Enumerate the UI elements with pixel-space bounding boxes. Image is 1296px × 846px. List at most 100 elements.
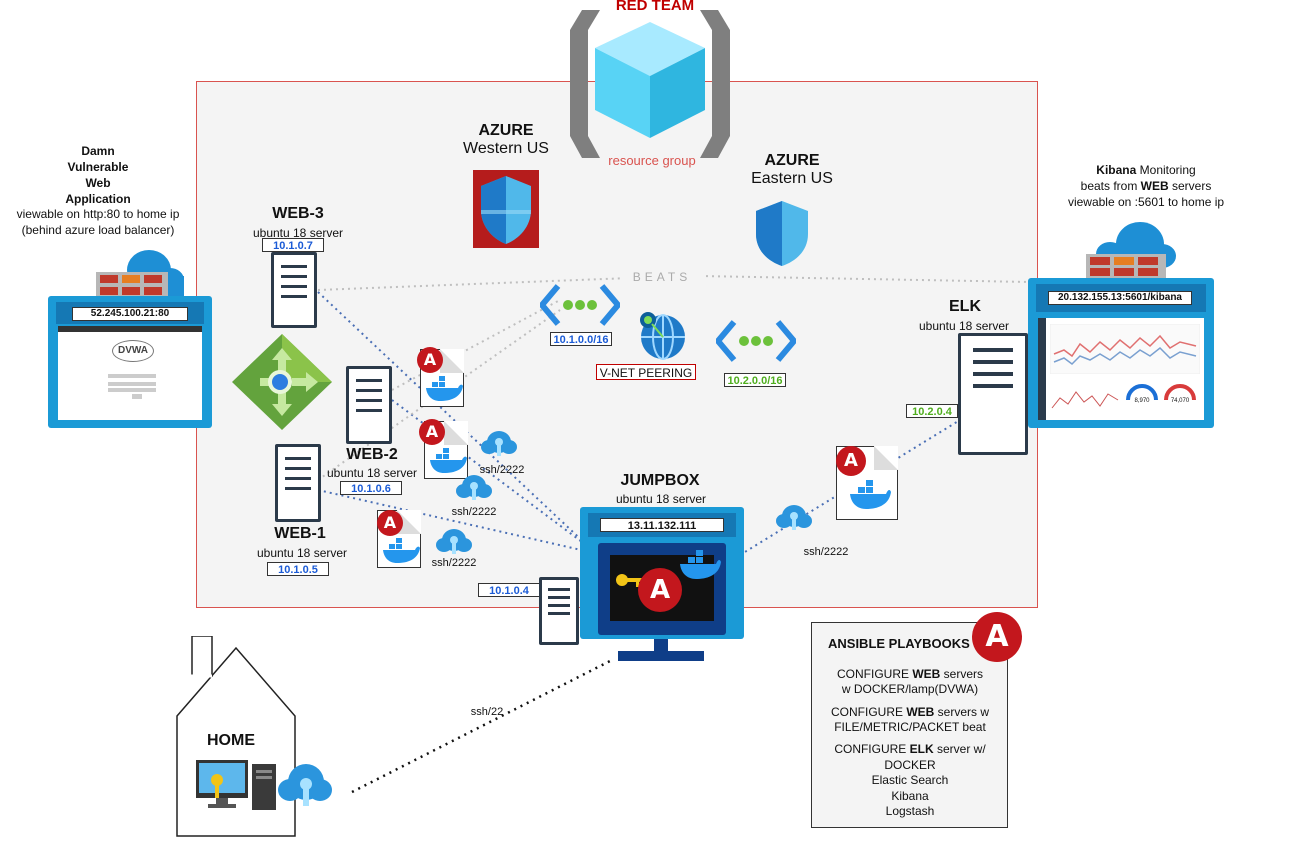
web3-name: WEB-3 [272, 205, 324, 222]
azure-east-shield-icon [752, 198, 812, 268]
elk-server-icon[interactable] [958, 333, 1028, 455]
beats-web1 [317, 309, 561, 481]
vnet-peering-label: V-NET PEERING [596, 364, 696, 380]
load-balancer-icon[interactable] [230, 332, 334, 432]
elk-os: ubuntu 18 server [918, 319, 1010, 333]
kibana-dashboard: 8,970 74,070 [1038, 318, 1204, 420]
vnet-west-icon [538, 282, 622, 328]
ssh-label-web3: ssh/2222 [479, 464, 525, 476]
playbook-text: Logstash [885, 804, 935, 818]
web2-os: ubuntu 18 server [326, 466, 418, 480]
jumpbox-stand [618, 639, 704, 661]
web1-server-icon[interactable] [275, 444, 321, 522]
dvwa-desc: viewable on http:80 to home ip (behind a… [0, 206, 196, 238]
elk-ip: 10.2.0.4 [906, 404, 958, 418]
web2-ip: 10.1.0.6 [340, 481, 402, 495]
resource-group-title: RED TEAM [615, 0, 695, 14]
playbook-3: CONFIGURE ELK server w/ DOCKER Elastic S… [816, 742, 1004, 820]
kibana-browser-window[interactable]: 20.132.155.13:5601/kibana 8,970 74,070 [1028, 278, 1214, 428]
ansible-icon: A [836, 446, 866, 476]
kibana-gauge-1: 8,970 [1134, 398, 1150, 404]
playbook-text: Elastic Search [871, 773, 949, 787]
link-jumpbox-elk [739, 419, 961, 556]
home-ssh-key-cloud-icon [276, 760, 334, 815]
kibana-desc-text: beats from [1080, 179, 1141, 193]
dvwa-title-line: Vulnerable [67, 160, 129, 174]
web1-ip: 10.1.0.5 [267, 562, 329, 576]
azure-west-shield-icon [473, 170, 539, 248]
link-home-jumpbox [351, 658, 613, 794]
playbook-text: CONFIGURE [834, 742, 910, 756]
link-web3-jumpbox [317, 291, 591, 549]
dvwa-address[interactable]: 52.245.100.21:80 [72, 307, 188, 321]
docker-icon [424, 376, 464, 407]
ssh-key-cloud-icon [436, 526, 472, 561]
dvwa-title-line: Damn [81, 144, 115, 158]
playbooks-title: ANSIBLE PLAYBOOKS [828, 636, 970, 651]
region-west-sub: Western US [463, 140, 549, 157]
region-west: AZURE Western US [446, 122, 566, 158]
playbook-text: servers w [934, 705, 990, 719]
region-east-sub: Eastern US [751, 170, 833, 187]
region-east-name: AZURE [764, 152, 820, 169]
web3-ip: 10.1.0.7 [262, 238, 324, 252]
home-label: HOME [207, 732, 255, 749]
web2-name: WEB-2 [346, 446, 398, 463]
playbook-text: CONFIGURE [836, 667, 913, 681]
jumpbox-docker-icon [678, 550, 722, 585]
ansible-playbooks-card: ANSIBLE PLAYBOOKS CONFIGURE WEB servers … [811, 622, 1008, 828]
playbook-bold: ELK [909, 742, 934, 756]
firewall-cloud-icon [94, 248, 186, 300]
vnet-west-cidr: 10.1.0.0/16 [550, 332, 612, 346]
beats-label: BEATS [622, 270, 702, 284]
web2-server-icon[interactable] [346, 366, 392, 444]
playbook-1: CONFIGURE WEB servers w DOCKER/lamp(DVWA… [816, 667, 1004, 697]
dvwa-browser-window[interactable]: 52.245.100.21:80 DVWA [48, 296, 212, 428]
playbook-text: server w/ [933, 742, 986, 756]
region-east: AZURE Eastern US [732, 152, 852, 188]
playbook-bold: WEB [912, 667, 941, 681]
playbook-bold: WEB [906, 705, 935, 719]
web1-name: WEB-1 [274, 525, 326, 542]
web3-server-icon[interactable] [271, 252, 317, 328]
playbooks-ansible-icon: A [972, 612, 1022, 662]
dvwa-title-line: Web [85, 176, 111, 190]
kibana-desc-text: servers [1168, 179, 1212, 193]
jumpbox-server-icon[interactable] [539, 577, 579, 645]
vnet-east-icon [714, 318, 798, 364]
beats-web2 [391, 299, 561, 391]
region-west-name: AZURE [478, 122, 534, 139]
dvwa-logo: DVWA [112, 340, 154, 362]
playbook-text: DOCKER [884, 757, 936, 772]
vnet-peering-globe-icon [634, 308, 688, 362]
ansible-icon: A [417, 347, 443, 373]
web3-os: ubuntu 18 server [252, 226, 344, 240]
ssh-label-web2: ssh/2222 [451, 506, 497, 518]
jumpbox-public-ip: 13.11.132.111 [600, 518, 724, 532]
jumpbox-private-ip: 10.1.0.4 [478, 583, 540, 597]
dvwa-desc-line: viewable on http:80 to home ip [16, 207, 180, 221]
ssh-key-cloud-icon [776, 502, 812, 537]
dvwa-desc-line: (behind azure load balancer) [21, 223, 175, 237]
jumpbox-ansible-icon: A [638, 568, 682, 612]
dvwa-title: Damn Vulnerable Web Application [56, 143, 140, 207]
playbook-text: FILE/METRIC/PACKET beat [834, 720, 986, 734]
docker-icon [381, 538, 421, 569]
link-web1-jumpbox [317, 489, 591, 553]
kibana-desc-text: Monitoring [1136, 163, 1196, 177]
playbook-text: Kibana [891, 788, 929, 803]
playbook-2: CONFIGURE WEB servers w FILE/METRIC/PACK… [816, 705, 1004, 735]
firewall-cloud-icon [1082, 222, 1178, 278]
playbook-text: w DOCKER/lamp(DVWA) [841, 682, 979, 696]
kibana-desc-text: viewable on :5601 to home ip [1067, 195, 1225, 209]
ssh-key-cloud-icon [456, 472, 492, 507]
jumpbox-os: ubuntu 18 server [615, 492, 707, 506]
playbook-text: CONFIGURE [830, 705, 907, 719]
elk-name: ELK [949, 298, 981, 315]
ssh-label-home: ssh/22 [470, 706, 504, 718]
docker-icon [848, 480, 892, 515]
docker-icon [428, 448, 468, 479]
kibana-desc: Kibana Monitoring beats from WEB servers… [1048, 162, 1244, 210]
kibana-address[interactable]: 20.132.155.13:5601/kibana [1048, 291, 1192, 305]
beats-elk [699, 275, 1031, 283]
